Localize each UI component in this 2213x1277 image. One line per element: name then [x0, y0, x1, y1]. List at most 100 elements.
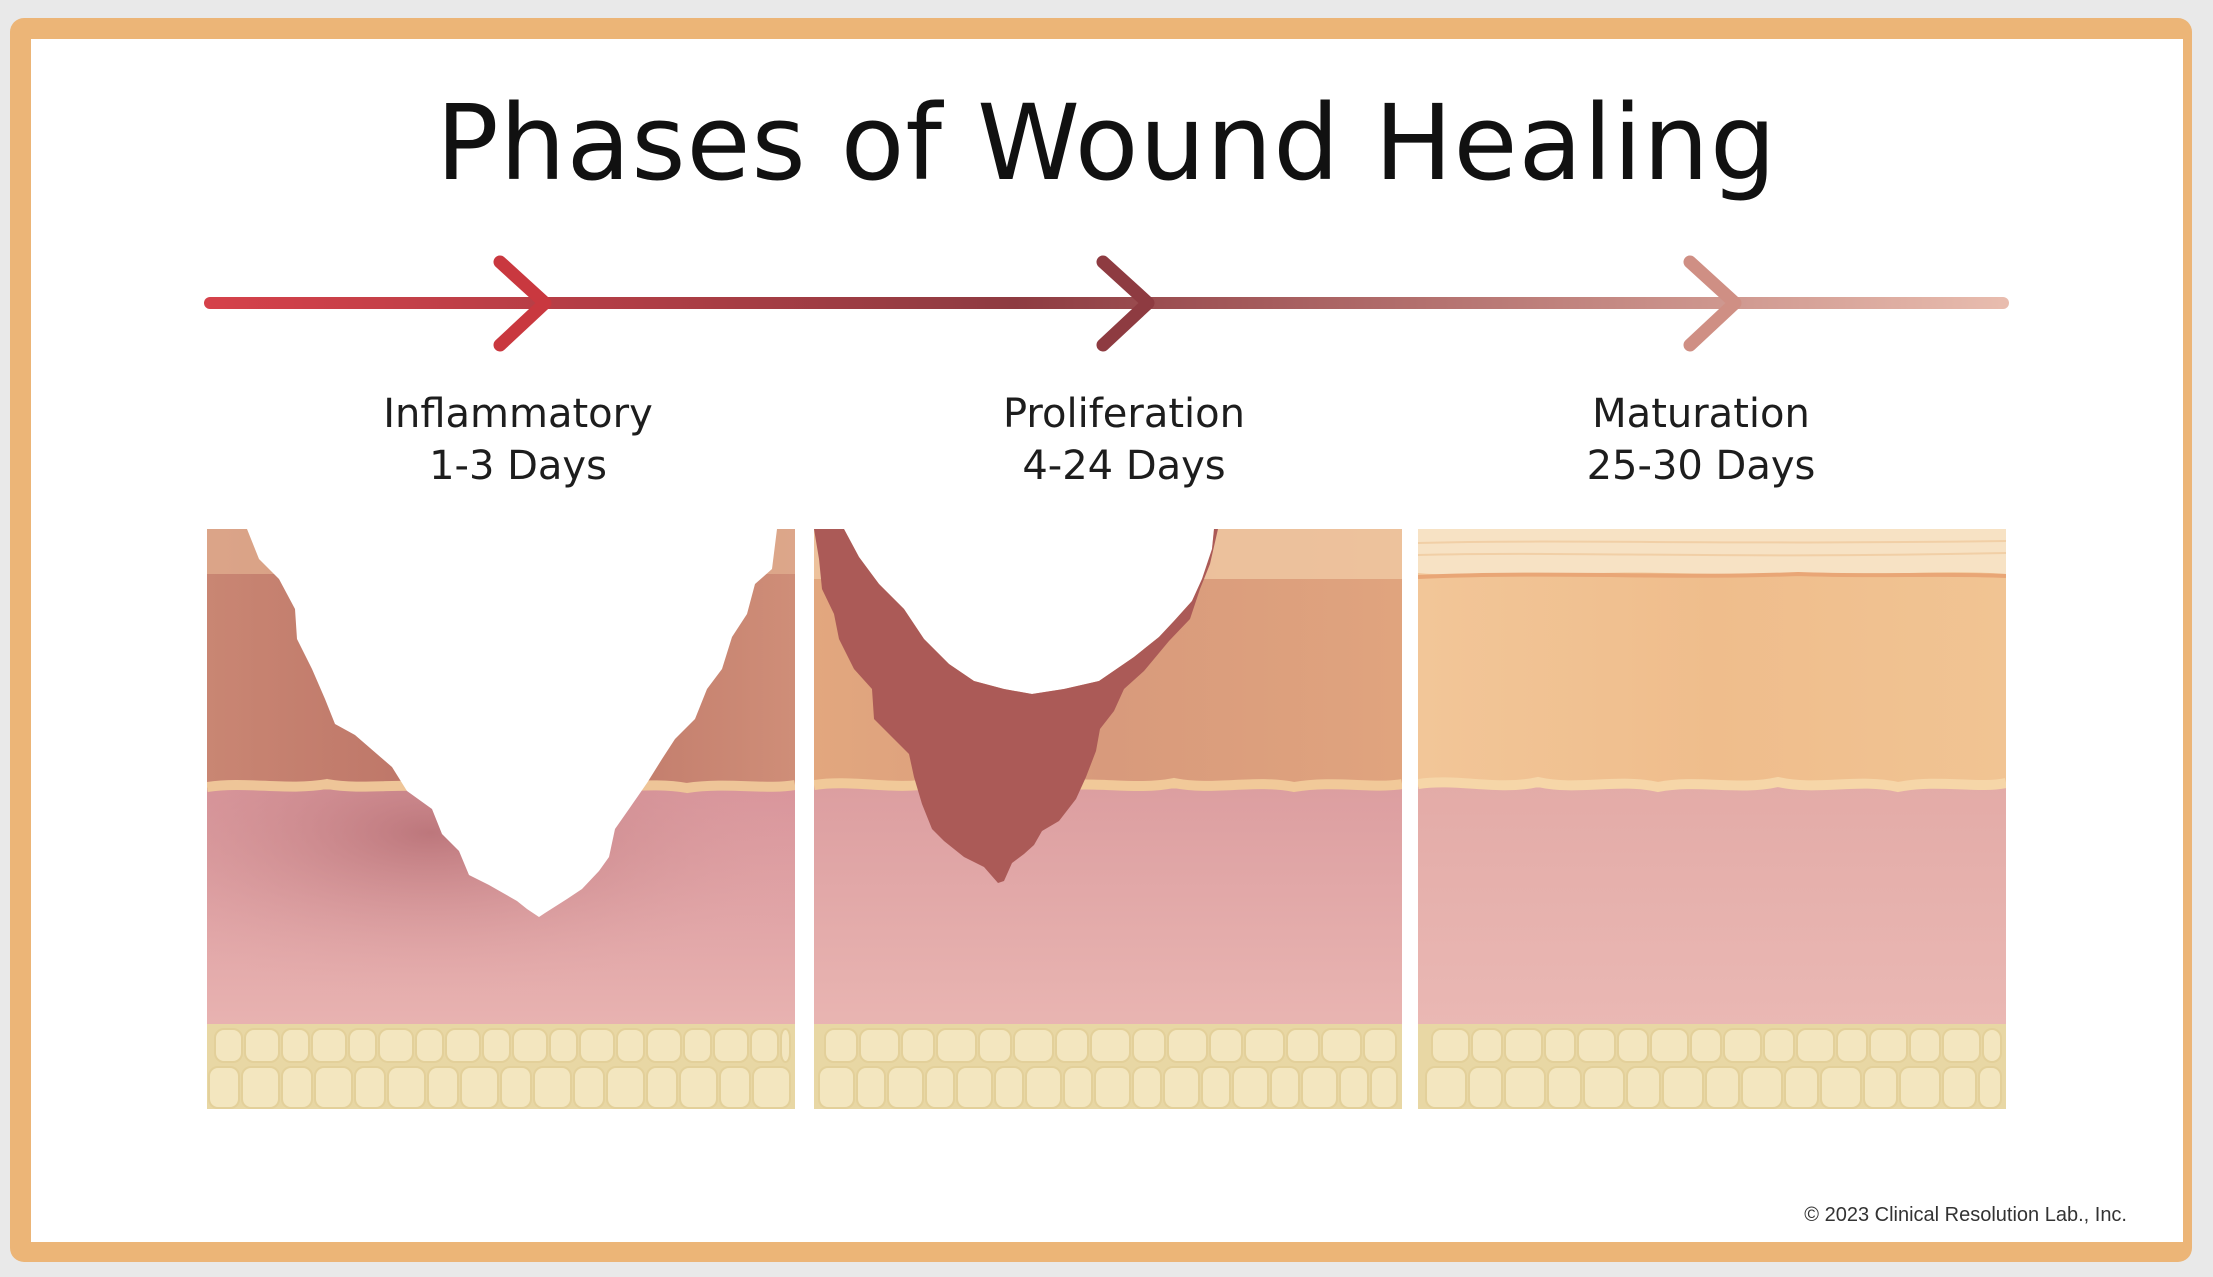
copyright-notice: © 2023 Clinical Resolution Lab., Inc. — [1804, 1204, 2127, 1226]
fat-cell — [1232, 1066, 1269, 1109]
dermis-layer — [814, 784, 1402, 1029]
skin-panel-inflammatory — [207, 529, 795, 1109]
phase-duration: 1-3 Days — [429, 443, 607, 489]
fat-cell — [1132, 1066, 1162, 1109]
fat-cell — [1013, 1028, 1054, 1063]
phase-name: Proliferation — [1003, 391, 1245, 437]
fat-cell — [1544, 1028, 1576, 1063]
fat-cell — [646, 1066, 678, 1109]
skin-panel-proliferation — [814, 529, 1402, 1109]
fat-cell — [752, 1066, 791, 1109]
fat-cell — [533, 1066, 572, 1109]
fat-cell — [1909, 1028, 1941, 1063]
fat-cell — [646, 1028, 682, 1063]
fat-cell — [683, 1028, 712, 1063]
fat-cell — [1617, 1028, 1649, 1063]
fat-cell — [1899, 1066, 1941, 1109]
fat-cell — [241, 1066, 280, 1109]
fat-cell — [1583, 1066, 1625, 1109]
phase-name: Inflammatory — [383, 391, 653, 437]
fat-cell — [1468, 1066, 1503, 1109]
fat-cell — [1363, 1028, 1397, 1063]
fat-cell — [616, 1028, 645, 1063]
fat-cell — [606, 1066, 645, 1109]
fat-cell — [1339, 1066, 1369, 1109]
fat-layer — [814, 1024, 1402, 1109]
wound-cavity — [247, 529, 777, 917]
fat-cell — [1869, 1028, 1908, 1063]
fat-cell — [1784, 1066, 1819, 1109]
fat-cell — [1942, 1066, 1977, 1109]
skin-panel-maturation — [1418, 529, 2006, 1109]
fat-cell — [1244, 1028, 1285, 1063]
fat-cell — [719, 1066, 751, 1109]
fat-cell — [1820, 1066, 1862, 1109]
fat-cell — [1063, 1066, 1093, 1109]
dermis-layer — [1418, 784, 2006, 1029]
fat-cell — [856, 1066, 886, 1109]
fat-cell — [1055, 1028, 1089, 1063]
fat-cell — [1167, 1028, 1208, 1063]
fat-cell — [818, 1066, 855, 1109]
fat-cell — [214, 1028, 243, 1063]
page-title: Phases of Wound Healing — [436, 82, 1777, 204]
fat-cell — [936, 1028, 977, 1063]
fat-cell — [1982, 1028, 2002, 1063]
fat-cell — [281, 1066, 313, 1109]
timeline-chevron-1 — [493, 255, 552, 352]
fat-cell — [208, 1066, 240, 1109]
fat-cell — [750, 1028, 779, 1063]
fat-cell — [1132, 1028, 1166, 1063]
timeline-chevron-2 — [1096, 255, 1155, 352]
fat-cell — [925, 1066, 955, 1109]
fat-cell — [512, 1028, 548, 1063]
fat-cell — [244, 1028, 280, 1063]
fat-cell — [1547, 1066, 1582, 1109]
timeline-arrow — [204, 255, 2009, 352]
fat-cell — [1286, 1028, 1320, 1063]
fat-cell — [1763, 1028, 1795, 1063]
phase-label-inflammatory: Inflammatory 1-3 Days — [308, 388, 728, 492]
fat-cell — [1094, 1066, 1131, 1109]
fat-cell — [780, 1028, 791, 1063]
basal-line — [814, 777, 1402, 793]
phase-name: Maturation — [1592, 391, 1810, 437]
fat-cell — [1577, 1028, 1616, 1063]
fat-cell — [549, 1028, 578, 1063]
fat-cell — [1471, 1028, 1503, 1063]
fat-cell — [415, 1028, 444, 1063]
fat-cell — [311, 1028, 347, 1063]
timeline-chevron-3 — [1683, 255, 1742, 352]
fat-cell — [1301, 1066, 1338, 1109]
fat-cell — [314, 1066, 353, 1109]
fat-cell — [901, 1028, 935, 1063]
fat-cell — [348, 1028, 377, 1063]
fat-cell — [1650, 1028, 1689, 1063]
fat-cell — [1626, 1066, 1661, 1109]
fat-cell — [500, 1066, 532, 1109]
fat-cell — [1090, 1028, 1131, 1063]
phase-duration: 4-24 Days — [1022, 443, 1226, 489]
fat-cell — [460, 1066, 499, 1109]
fat-cell — [482, 1028, 511, 1063]
phase-label-proliferation: Proliferation 4-24 Days — [914, 388, 1334, 492]
fat-layer — [1418, 1024, 2006, 1109]
fat-cell — [1836, 1028, 1868, 1063]
fat-cell — [445, 1028, 481, 1063]
granulation-tissue — [814, 529, 1218, 883]
fat-cell — [1201, 1066, 1231, 1109]
fat-cell — [824, 1028, 858, 1063]
fat-cell — [1942, 1028, 1981, 1063]
fat-cell — [1025, 1066, 1062, 1109]
fat-cell — [1978, 1066, 2002, 1109]
fat-cell — [1863, 1066, 1898, 1109]
fat-cell — [354, 1066, 386, 1109]
fat-cell — [1209, 1028, 1243, 1063]
basal-line — [1418, 776, 2006, 793]
fat-cell — [579, 1028, 615, 1063]
fat-cell — [994, 1066, 1024, 1109]
fat-cell — [1321, 1028, 1362, 1063]
wound-white-gap — [844, 529, 1214, 694]
fat-layer — [207, 1024, 795, 1109]
fat-cell — [887, 1066, 924, 1109]
